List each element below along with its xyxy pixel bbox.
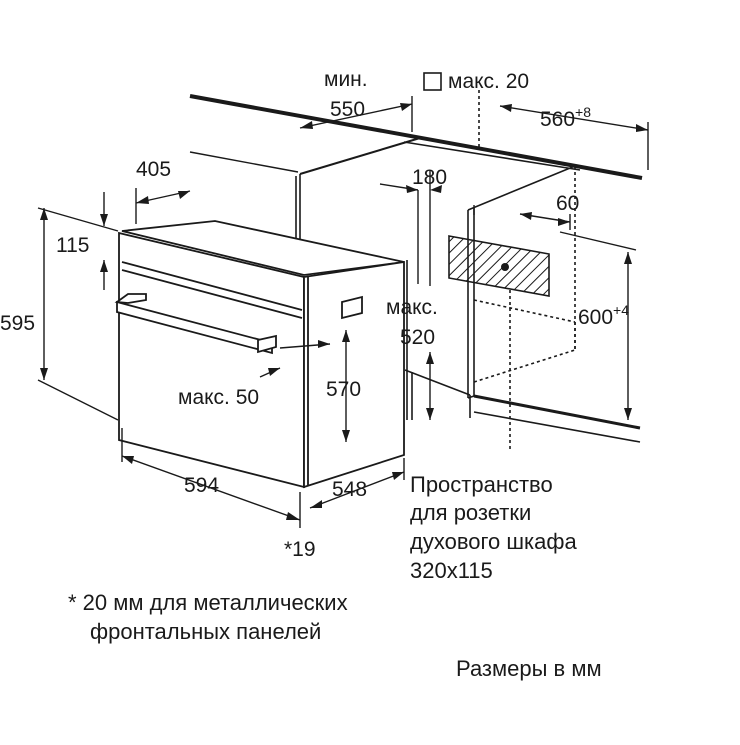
dim-min-value: 550 — [330, 98, 365, 121]
dimension-lines — [37, 96, 649, 528]
oven-body — [114, 220, 405, 489]
dim-19: *19 — [284, 538, 316, 561]
footnote: * 20 мм для металлических фронтальных па… — [68, 590, 348, 644]
dim-115: 115 — [56, 234, 89, 257]
dim-595: 595 — [0, 312, 35, 335]
dim-560: 560+8 — [540, 104, 591, 131]
socket-note-line2: для розетки — [410, 500, 531, 525]
dim-max-520-value: 520 — [400, 326, 435, 349]
cabinet-niche — [189, 94, 643, 443]
dim-60: 60 — [556, 192, 579, 215]
dim-548: 548 — [332, 478, 367, 501]
socket-note: Пространство для розетки духового шкафа … — [410, 472, 577, 583]
dim-600: 600+4 — [578, 302, 629, 329]
footnote-line1: * 20 мм для металлических — [68, 590, 348, 615]
socket-note-line4: 320x115 — [410, 558, 493, 583]
dim-min-label: мин. — [324, 68, 368, 91]
dim-max-520-label: макс. — [386, 296, 438, 319]
dim-570: 570 — [326, 378, 361, 401]
footnote-line2: фронтальных панелей — [90, 619, 321, 644]
dim-max-20: макс. 20 — [448, 70, 529, 93]
dim-max-50: макс. 50 — [178, 386, 259, 409]
socket-icon — [501, 263, 509, 271]
square-symbol-icon — [423, 72, 442, 91]
units-note: Размеры в мм — [456, 656, 602, 681]
socket-area — [448, 235, 550, 297]
dim-594: 594 — [184, 474, 219, 497]
dim-180: 180 — [412, 166, 447, 189]
socket-note-line1: Пространство — [410, 472, 553, 497]
dim-405: 405 — [136, 158, 171, 181]
socket-note-line3: духового шкафа — [410, 529, 577, 554]
dimension-arrows — [40, 103, 648, 520]
